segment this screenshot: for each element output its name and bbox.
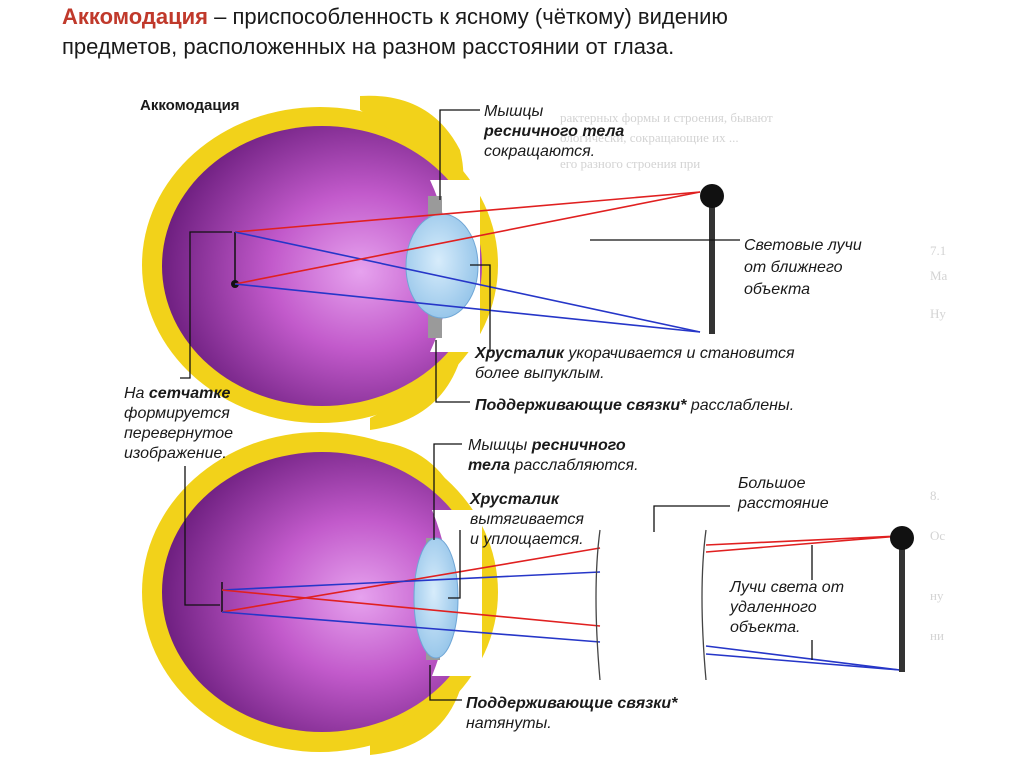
- figure-title: Аккомодация: [140, 97, 240, 114]
- svg-text:Ма: Ма: [930, 268, 948, 283]
- near-rays-line2: от ближнего: [744, 259, 843, 276]
- far-object-head: [890, 526, 914, 550]
- near-lens-rest: укорачивается и становится: [564, 345, 795, 362]
- distance-break-right: [702, 530, 706, 680]
- near-rays-line3: объекта: [744, 281, 810, 298]
- far-lens-line3: и уплощается.: [470, 531, 584, 548]
- svg-text:Ос: Ос: [930, 528, 945, 543]
- near-vision-eye: [142, 96, 724, 430]
- near-lens-bold: Хрусталик: [474, 345, 565, 362]
- far-rays-line2: удаленного: [729, 599, 817, 616]
- ray-blue-far-1: [706, 646, 900, 670]
- far-muscles-line1: Мышцы ресничного: [468, 437, 626, 454]
- retina-line1-plain: На: [124, 385, 149, 402]
- far-ligaments-line2: натянуты.: [466, 715, 552, 732]
- background-page-texture: рактерных формы и строения, бывают ологи…: [560, 110, 948, 643]
- far-lens-line2: вытягивается: [470, 511, 584, 528]
- far-ligaments-line1: Поддерживающие связки*: [466, 695, 678, 712]
- near-lens-line2: более выпуклым.: [475, 365, 605, 382]
- near-muscles-line3: сокращаются.: [484, 143, 595, 160]
- far-rays-line3: объекта.: [730, 619, 800, 636]
- distance-break-left: [596, 530, 600, 680]
- svg-text:8.: 8.: [930, 488, 940, 503]
- far-distance-line2: расстояние: [737, 495, 829, 512]
- far-muscles-line1-bold: ресничного: [531, 437, 626, 454]
- far-muscles-line2-bold: тела: [468, 457, 510, 474]
- far-muscles-line1-plain: Мышцы: [468, 437, 532, 454]
- near-muscles-line1: Мышцы: [484, 103, 544, 120]
- far-lens-line1: Хрусталик: [469, 491, 560, 508]
- svg-text:7.1: 7.1: [930, 243, 946, 258]
- near-muscles-line2: ресничного тела: [483, 123, 624, 140]
- ray-blue-far-2: [706, 654, 900, 670]
- retina-line4: изображение.: [124, 445, 227, 462]
- near-ligaments-rest: расслаблены.: [686, 397, 794, 414]
- retina-line3: перевернутое: [124, 425, 233, 442]
- svg-text:ну: ну: [930, 588, 944, 603]
- far-rays-line1: Лучи света от: [729, 579, 844, 596]
- svg-text:ни: ни: [930, 628, 944, 643]
- near-ligaments: Поддерживающие связки* расслаблены.: [475, 397, 794, 414]
- near-lens-line1: Хрусталик укорачивается и становится: [474, 345, 795, 362]
- retina-line2: формируется: [124, 405, 230, 422]
- near-object-head: [700, 184, 724, 208]
- far-distance-line1: Большое: [738, 475, 806, 492]
- far-muscles-line2: тела расслабляются.: [468, 457, 639, 474]
- svg-text:Ну: Ну: [930, 306, 946, 321]
- retina-line1-bold: сетчатке: [149, 385, 231, 402]
- retina-line1: На сетчатке: [124, 385, 230, 402]
- near-ligaments-bold: Поддерживающие связки*: [475, 397, 687, 414]
- near-rays-line1: Световые лучи: [744, 237, 862, 254]
- far-muscles-line2-rest: расслабляются.: [510, 457, 639, 474]
